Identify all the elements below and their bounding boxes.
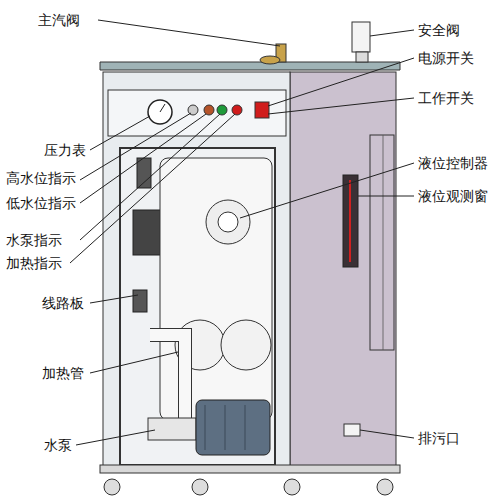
part-label: 液位控制器 <box>418 155 488 171</box>
part-label: 液位观测窗 <box>418 188 488 204</box>
part-label: 主汽阀 <box>38 12 80 28</box>
part-label: 高水位指示 <box>6 170 76 186</box>
part-label: 电源开关 <box>418 50 474 66</box>
part-label: 水泵 <box>44 437 72 453</box>
part-label: 低水位指示 <box>6 195 76 211</box>
part-label: 加热指示 <box>6 255 62 271</box>
part-label: 加热管 <box>42 365 84 381</box>
leader-lines <box>70 20 414 445</box>
part-label: 工作开关 <box>418 90 474 106</box>
part-label: 线路板 <box>42 295 84 311</box>
part-label: 排污口 <box>418 430 460 446</box>
part-label: 安全阀 <box>418 22 460 38</box>
part-label: 压力表 <box>44 142 86 158</box>
part-label: 水泵指示 <box>6 232 62 248</box>
